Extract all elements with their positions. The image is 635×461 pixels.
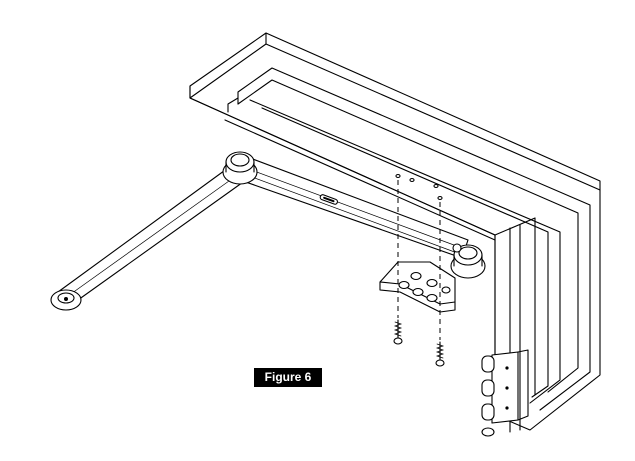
jamb-face — [494, 217, 536, 396]
header-underside — [189, 97, 496, 236]
screw-right-head — [435, 359, 445, 367]
hinge-screw-3 — [505, 406, 509, 410]
right-pivot-cap-ring — [458, 246, 478, 260]
bracket-hole-6 — [441, 286, 451, 294]
hinge — [481, 349, 529, 437]
bracket-hole-2 — [412, 287, 424, 297]
forearm-body — [57, 167, 247, 301]
left-pivot-cap-ring — [230, 153, 250, 167]
hinge-knuckle-2 — [481, 379, 495, 397]
hinge-knuckle-1 — [481, 355, 495, 373]
screw-left-head — [393, 337, 403, 345]
frame-top-edge — [265, 32, 601, 191]
hinge-leaf-edge — [517, 349, 529, 421]
mounting-bracket — [379, 261, 456, 313]
forearm-groove — [67, 175, 237, 297]
screw-right-thread — [435, 343, 445, 359]
hinge-pin-tip — [481, 427, 495, 437]
screw-hole-2 — [409, 177, 415, 183]
right-pivot-pin — [452, 243, 462, 253]
main-arm-groove-2 — [243, 173, 461, 255]
figure-label: Figure 6 — [254, 368, 322, 387]
screw-hole-1 — [395, 173, 401, 179]
left-pivot-cap — [225, 151, 255, 173]
screw-hole-3 — [433, 183, 439, 189]
hinge-screw-1 — [505, 366, 509, 370]
arm-end-ring — [57, 292, 75, 304]
mounting-screws — [393, 173, 445, 367]
hinge-screw-2 — [505, 386, 509, 390]
arm-slot-inner — [323, 196, 335, 203]
frame-step-1 — [237, 67, 591, 411]
door-frame — [189, 32, 601, 433]
bracket-hole-4 — [410, 271, 422, 281]
arm-end-hole — [64, 297, 68, 301]
frame-stop-outer — [249, 99, 561, 404]
bracket-hole-3 — [426, 293, 438, 303]
main-arm-groove — [245, 167, 463, 249]
header-soffit — [224, 119, 496, 241]
bracket-hole-5 — [426, 278, 438, 288]
hinge-knuckle-3 — [481, 403, 495, 421]
screw-left-thread — [393, 321, 403, 337]
frame-step-3 — [227, 97, 239, 113]
bracket-hole-1 — [398, 280, 410, 290]
hinge-leaf — [491, 351, 519, 424]
frame-step-2 — [237, 79, 579, 393]
screw-hole-4 — [437, 195, 443, 201]
frame-stop-inner — [261, 107, 549, 398]
closer-arm — [50, 151, 486, 311]
